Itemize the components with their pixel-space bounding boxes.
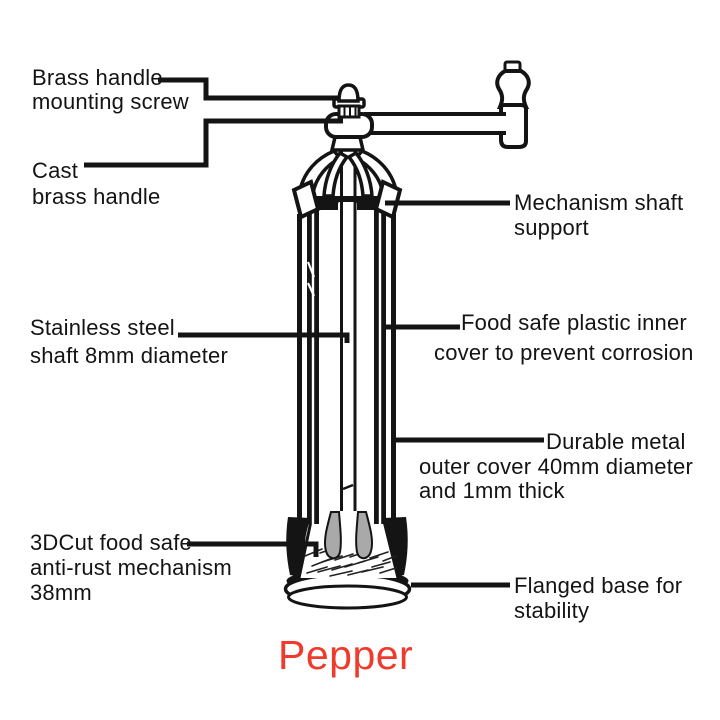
label-line: outer cover 40mm diameter	[419, 454, 693, 479]
shaft-support-bar	[313, 196, 383, 212]
burr-right	[355, 511, 374, 560]
handle-elbow	[499, 103, 528, 149]
leader-3dcut	[187, 541, 319, 557]
label-line: Brass handle	[32, 65, 163, 90]
label-line: anti-rust mechanism	[30, 555, 232, 580]
leader-lines	[84, 77, 544, 588]
label-line: Durable metal	[546, 429, 686, 454]
label-line: and 1mm thick	[419, 478, 565, 503]
label-line: Mechanism shaft	[514, 190, 684, 215]
inner-plastic-cover	[306, 206, 386, 524]
label-line: brass handle	[32, 184, 161, 209]
crown-foot-right	[373, 179, 403, 220]
steel-shaft	[340, 150, 357, 511]
diagram-title: Pepper	[278, 632, 414, 678]
label-line: 38mm	[30, 580, 92, 605]
label-line: shaft 8mm diameter	[30, 343, 229, 368]
label-line: support	[514, 215, 589, 240]
leader-cast-handle	[84, 118, 343, 168]
crown-foot-left	[291, 179, 321, 220]
label-line: Stainless steel	[30, 315, 175, 340]
label-line: stability	[514, 598, 590, 623]
burr-left	[323, 511, 342, 560]
label-line: cover to prevent corrosion	[434, 340, 694, 365]
label-line: 3DCut food safe	[30, 530, 192, 555]
leader-steel-shaft	[178, 332, 350, 343]
crank-arm	[364, 112, 506, 135]
label-line: Food safe plastic inner	[461, 310, 687, 335]
mounting-screw-nut	[337, 104, 361, 119]
handle-wood-knob	[495, 69, 531, 109]
crank-handle	[324, 60, 531, 149]
outer-metal-cover	[297, 214, 396, 522]
label-line: Cast	[32, 158, 79, 183]
label-line: mounting screw	[32, 89, 189, 114]
leader-brass-screw	[158, 77, 340, 101]
mounting-screw-knob	[337, 83, 360, 103]
grinding-mechanism	[297, 511, 400, 579]
label-line: Flanged base for	[514, 573, 683, 598]
